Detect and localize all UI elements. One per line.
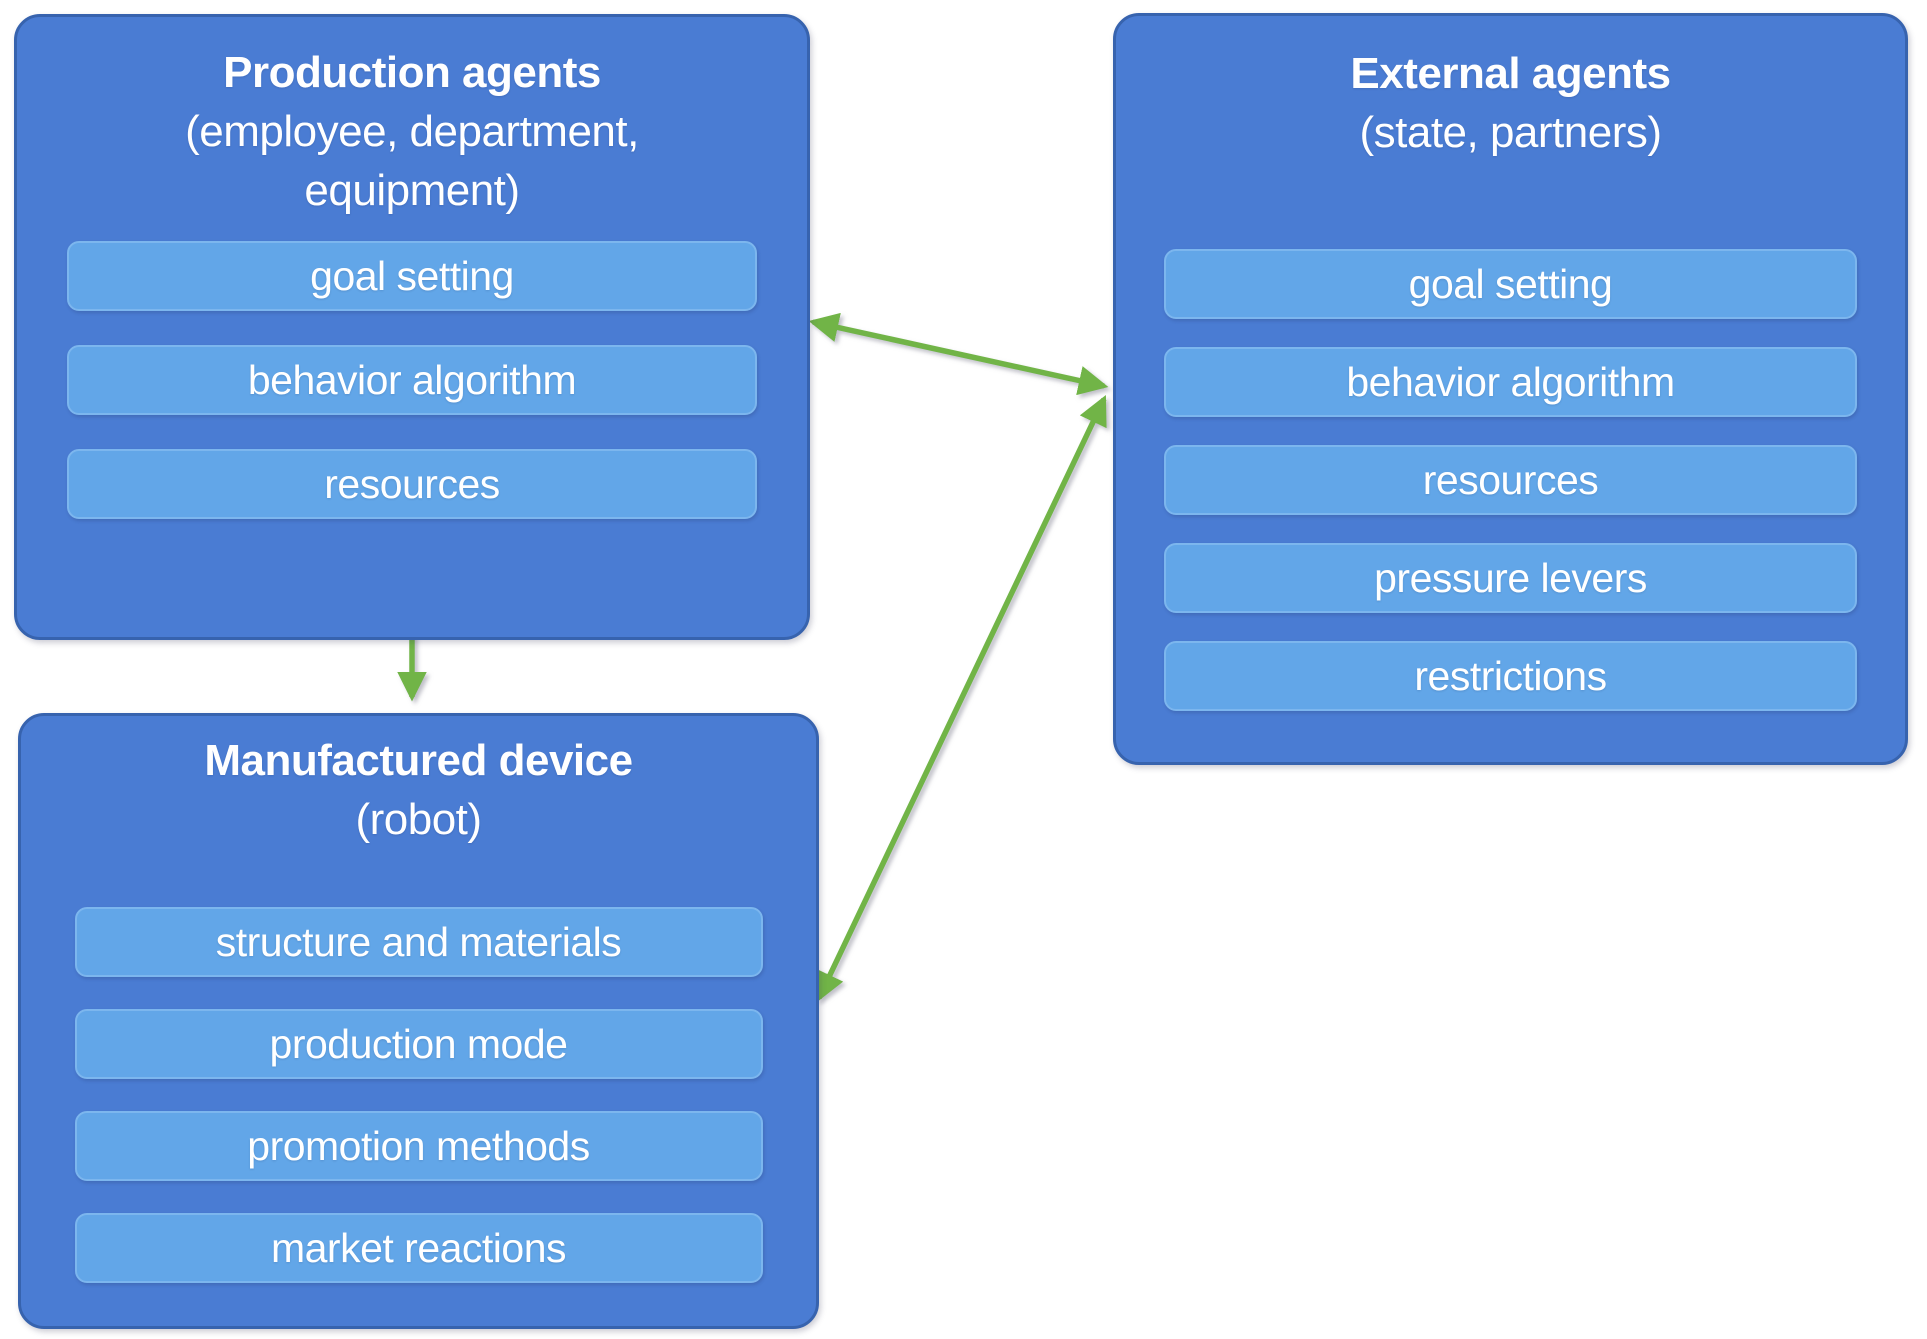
box-item: behavior algorithm [67, 345, 757, 415]
box-item: production mode [74, 1009, 763, 1079]
arrow-external-device [816, 394, 1107, 1003]
box-manufactured-device: Manufactured device (robot) structure an… [18, 713, 819, 1329]
box-item: structure and materials [74, 907, 763, 977]
box-item: goal setting [67, 241, 757, 311]
box-item: resources [67, 449, 757, 519]
box-external-agents: External agents (state, partners) goal s… [1113, 13, 1908, 765]
box-item: restrictions [1164, 641, 1857, 711]
arrow-production-external [808, 312, 1109, 396]
box-subtitle-line: (employee, department, [185, 107, 639, 156]
box-item-list: goal setting behavior algorithm resource… [1116, 249, 1905, 711]
box-subtitle-line: equipment) [304, 166, 520, 215]
box-title: Manufactured device [204, 736, 633, 785]
box-subtitle-line: (state, partners) [1359, 108, 1662, 157]
box-header: Manufactured device (robot) [21, 716, 816, 849]
box-item: pressure levers [1164, 543, 1857, 613]
box-subtitle-line: (robot) [355, 795, 482, 844]
box-title: External agents [1350, 49, 1671, 98]
box-item-list: structure and materials production mode … [21, 907, 816, 1283]
box-item: goal setting [1164, 249, 1857, 319]
box-item: behavior algorithm [1164, 347, 1857, 417]
box-header: Production agents (employee, department,… [17, 17, 807, 220]
box-item: market reactions [74, 1213, 763, 1283]
box-title: Production agents [223, 48, 601, 97]
box-item: resources [1164, 445, 1857, 515]
box-item-list: goal setting behavior algorithm resource… [17, 241, 807, 519]
box-header: External agents (state, partners) [1116, 16, 1905, 162]
box-item: promotion methods [74, 1111, 763, 1181]
box-production-agents: Production agents (employee, department,… [14, 14, 810, 640]
